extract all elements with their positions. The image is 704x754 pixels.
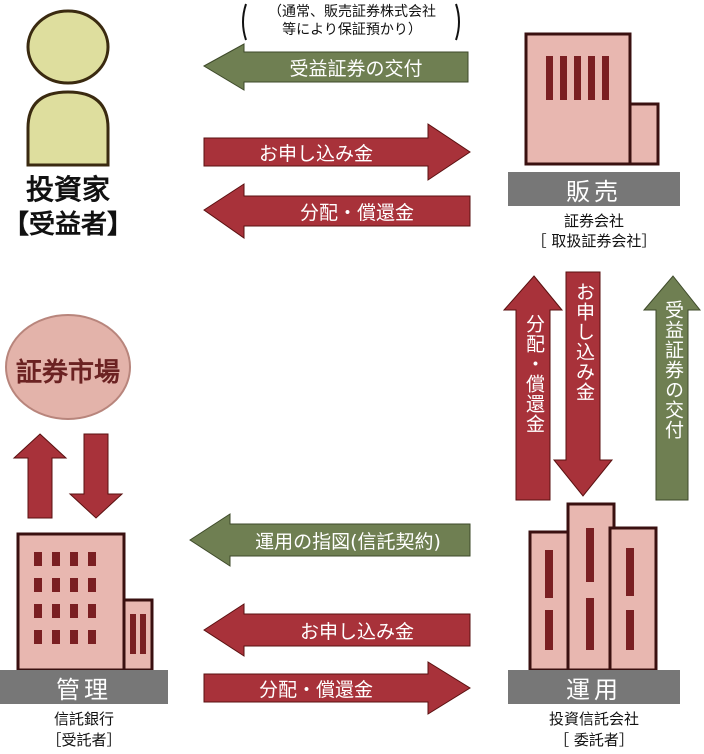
distribution-top-arrow bbox=[203, 183, 471, 239]
subscription-top-arrow bbox=[203, 123, 471, 181]
distribution-bottom-label: 分配・償還金 bbox=[258, 678, 373, 701]
market-label: 証券市場 bbox=[15, 358, 120, 388]
subscription-bottom-arrow bbox=[203, 603, 471, 657]
vert-certificate-label: 受益証券の交付 bbox=[662, 300, 684, 440]
distribution-bottom-arrow bbox=[203, 661, 471, 715]
management-caption-line-1: 投資信託会社 bbox=[548, 710, 639, 728]
vert-subscription-arrow bbox=[552, 271, 614, 497]
certificate-delivery-label: 受益証券の交付 bbox=[289, 57, 423, 80]
vert-distribution-label: 分配・償還金 bbox=[523, 314, 545, 434]
distribution-top-label: 分配・償還金 bbox=[299, 201, 414, 224]
custody-building-icon bbox=[16, 532, 154, 672]
note-bracket-left bbox=[242, 3, 247, 41]
market-ellipse bbox=[5, 314, 131, 420]
sales-caption-line-2: ［ 取扱証券会社］ bbox=[531, 232, 657, 250]
custody-bar: 管理 bbox=[0, 670, 168, 704]
market-down-arrow bbox=[68, 433, 124, 519]
investor-subtitle: 【受益者】 bbox=[2, 210, 133, 240]
note-line-1: （通常、販売証券株式会社 bbox=[268, 4, 436, 20]
note-bracket-right bbox=[455, 3, 460, 41]
subscription-top-label: お申し込み金 bbox=[258, 142, 373, 165]
note-line-2: 等により保証預かり） bbox=[282, 22, 422, 38]
sales-caption-line-1: 証券会社 bbox=[563, 212, 624, 230]
sales-bar: 販売 bbox=[508, 172, 680, 206]
vert-distribution-arrow bbox=[502, 275, 564, 501]
instruction-arrow bbox=[189, 513, 471, 567]
management-building-icon bbox=[528, 502, 658, 672]
management-bar: 運用 bbox=[508, 670, 680, 704]
subscription-bottom-label: お申し込み金 bbox=[299, 620, 414, 643]
certificate-delivery-arrow bbox=[202, 43, 469, 91]
investor-title: 投資家 bbox=[25, 173, 110, 206]
vert-subscription-label: お申し込み金 bbox=[573, 282, 595, 402]
instruction-label: 運用の指図(信託契約) bbox=[255, 530, 441, 553]
market-up-arrow bbox=[12, 433, 68, 519]
custody-caption-line-2: ［受託者］ bbox=[46, 731, 122, 749]
management-caption-line-2: ［ 委託者］ bbox=[554, 731, 634, 749]
vert-certificate-arrow bbox=[642, 275, 702, 501]
custody-caption-line-1: 信託銀行 bbox=[53, 710, 114, 728]
investor-person-icon bbox=[26, 9, 110, 167]
sales-building-icon bbox=[524, 32, 660, 166]
